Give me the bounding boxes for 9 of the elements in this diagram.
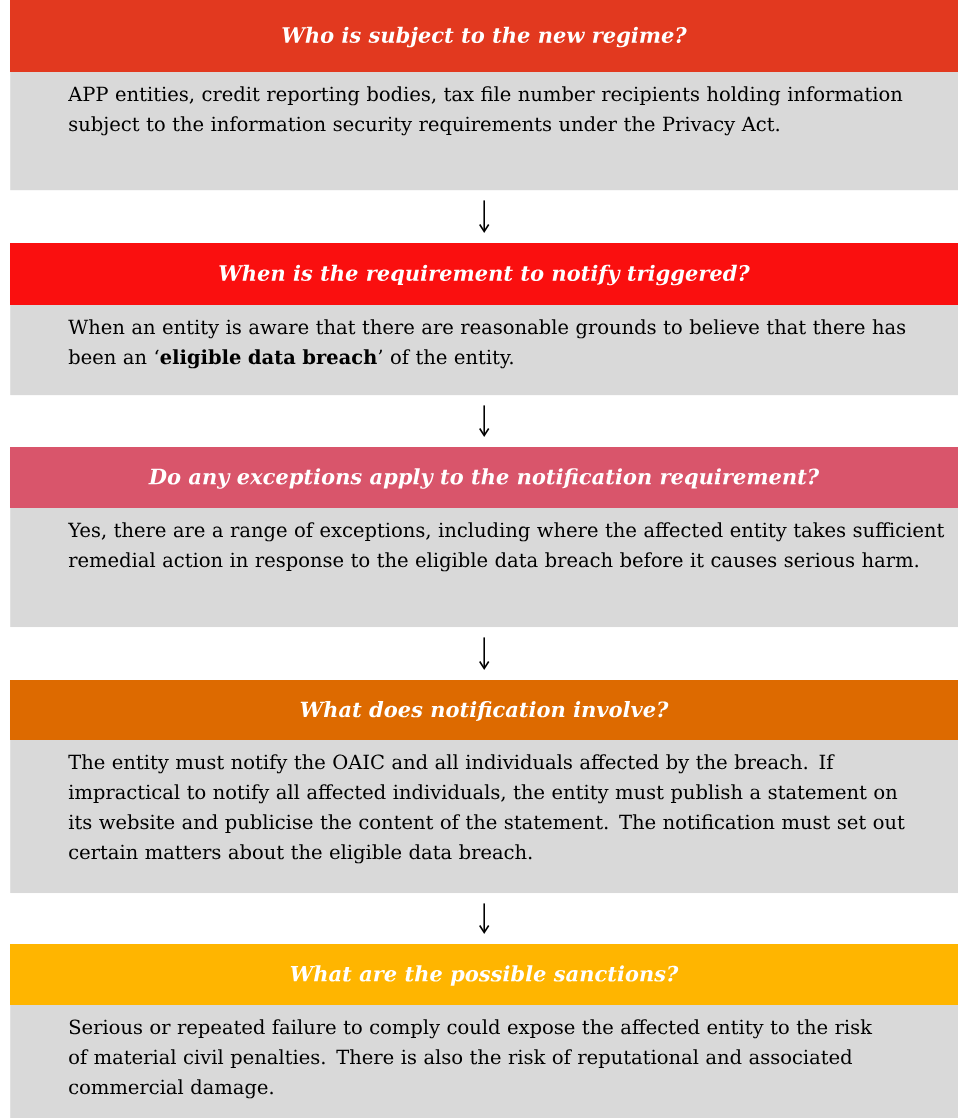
step-box: What are the possible sanctions? Serious or repeated failure to comply could expose the affected entity to the risk of material civil penalties. There is also the risk of reputational and associated commercial damage.: [10, 944, 958, 1118]
arrow: [478, 902, 490, 934]
step-box: When is the requirement to notify triggered? When an entity is aware that there are reasonable grounds to believe that there has been an ‘eligible data breach’ of the entity.: [10, 243, 958, 396]
step-box: Do any exceptions apply to the notification requirement? Yes, there are a range of exceptions, including where the affected entity takes sufficient remedial action in response to the eligible data breach before it causes serious harm.: [10, 447, 958, 628]
step-box: Who is subject to the new regime? APP entities, credit reporting bodies, tax file number recipients holding information subject to the information security requirements under the Privacy Act.: [10, 0, 958, 191]
arrow: [478, 404, 490, 437]
step-box: What does notification involve? The entity must notify the OAIC and all individuals affected by the breach. If impractical to notify all affected individuals, the entity must publish a statement on its website and publicise the content of the statement. The notification must set out certain matters about the eligible data breach.: [10, 680, 958, 894]
arrow: [478, 636, 490, 670]
arrow: [478, 199, 490, 233]
